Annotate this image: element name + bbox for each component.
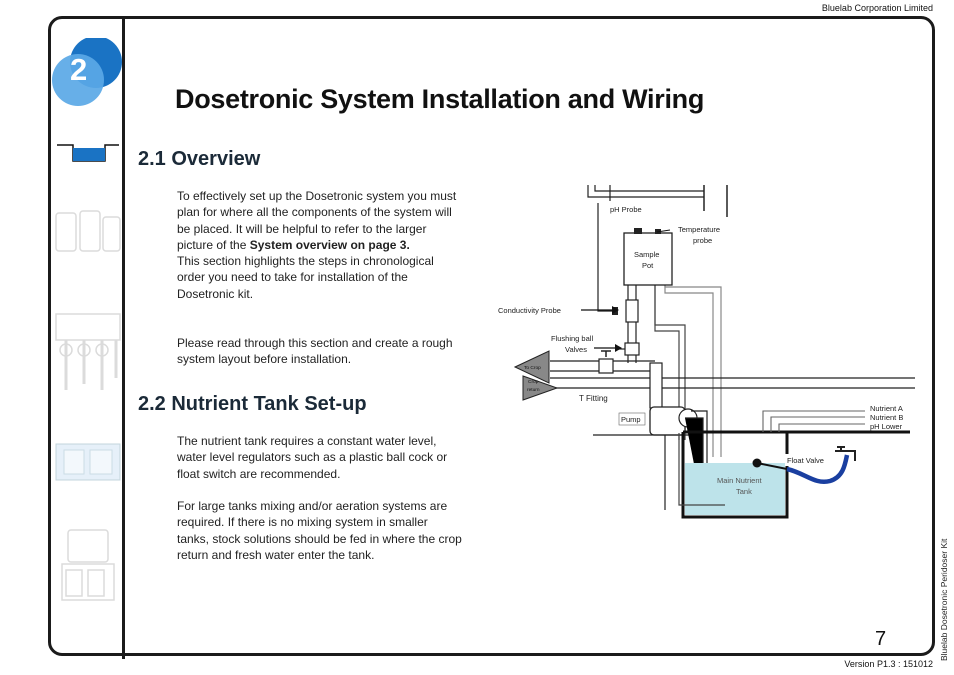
t-fitting-label: T Fitting <box>579 394 608 403</box>
conductivity-probe-label: Conductivity Probe <box>498 306 561 315</box>
nutrient-b-label: Nutrient B <box>870 413 903 422</box>
overview-paragraph-2: Please read through this section and cre… <box>177 336 453 367</box>
crop-return-label-2: return <box>527 387 540 393</box>
page-title: Dosetronic System Installation and Wirin… <box>175 84 705 114</box>
tank-paragraph-2: For large tanks mixing and/or aeration s… <box>177 499 462 562</box>
to-crop-label: To Crop <box>524 365 541 371</box>
section-heading-tank: 2.2 Nutrient Tank Set-up <box>138 393 367 415</box>
flushing-valves-label-1: Flushing ball <box>551 334 593 343</box>
version-label: Version P1.3 : 151012 <box>844 659 933 669</box>
controller-thumbnail-icon <box>61 529 115 601</box>
nutrient-a-label: Nutrient A <box>870 404 903 413</box>
pump-label: Pump <box>621 415 641 424</box>
system-diagram: pH Probe Temperature probe Sample Pot Co… <box>498 185 915 519</box>
bottles-thumbnail-icon <box>55 210 121 252</box>
temperature-probe-label-2: probe <box>693 236 712 245</box>
pumps-thumbnail-icon <box>55 313 121 390</box>
float-valve-label: Float Valve <box>787 456 824 465</box>
section-heading-overview: 2.1 Overview <box>138 148 261 170</box>
main-tank-label-2: Tank <box>736 487 752 496</box>
sidebar-divider <box>122 17 125 659</box>
overview-paragraph-1: To effectively set up the Dosetronic sys… <box>177 188 462 302</box>
sample-pot-label-1: Sample <box>634 250 659 259</box>
board-thumbnail-icon <box>55 443 121 481</box>
sample-pot-label-2: Pot <box>642 261 654 270</box>
company-name: Bluelab Corporation Limited <box>821 3 933 13</box>
tank-paragraph-1: The nutrient tank requires a constant wa… <box>177 434 448 481</box>
page-frame <box>48 16 935 656</box>
tank-thumbnail-icon <box>57 144 119 162</box>
temperature-probe-label-1: Temperature <box>678 225 720 234</box>
side-document-title: Bluelab Dosetronic Peridoser Kit <box>939 538 949 661</box>
overview-text: To effectively set up the Dosetronic sys… <box>177 189 457 252</box>
ph-lower-label: pH Lower <box>870 422 903 431</box>
main-tank-label-1: Main Nutrient <box>717 476 763 485</box>
system-overview-reference: System overview on page 3. <box>249 237 410 252</box>
crop-return-label-1: Crop <box>528 379 539 385</box>
page-number: 7 <box>875 628 887 650</box>
chapter-number: 2 <box>70 52 88 87</box>
ph-probe-label: pH Probe <box>610 205 642 214</box>
flushing-valves-label-2: Valves <box>565 345 587 354</box>
chapter-badge-icon <box>52 38 122 106</box>
overview-text-continued: This section highlights the steps in chr… <box>177 254 434 301</box>
